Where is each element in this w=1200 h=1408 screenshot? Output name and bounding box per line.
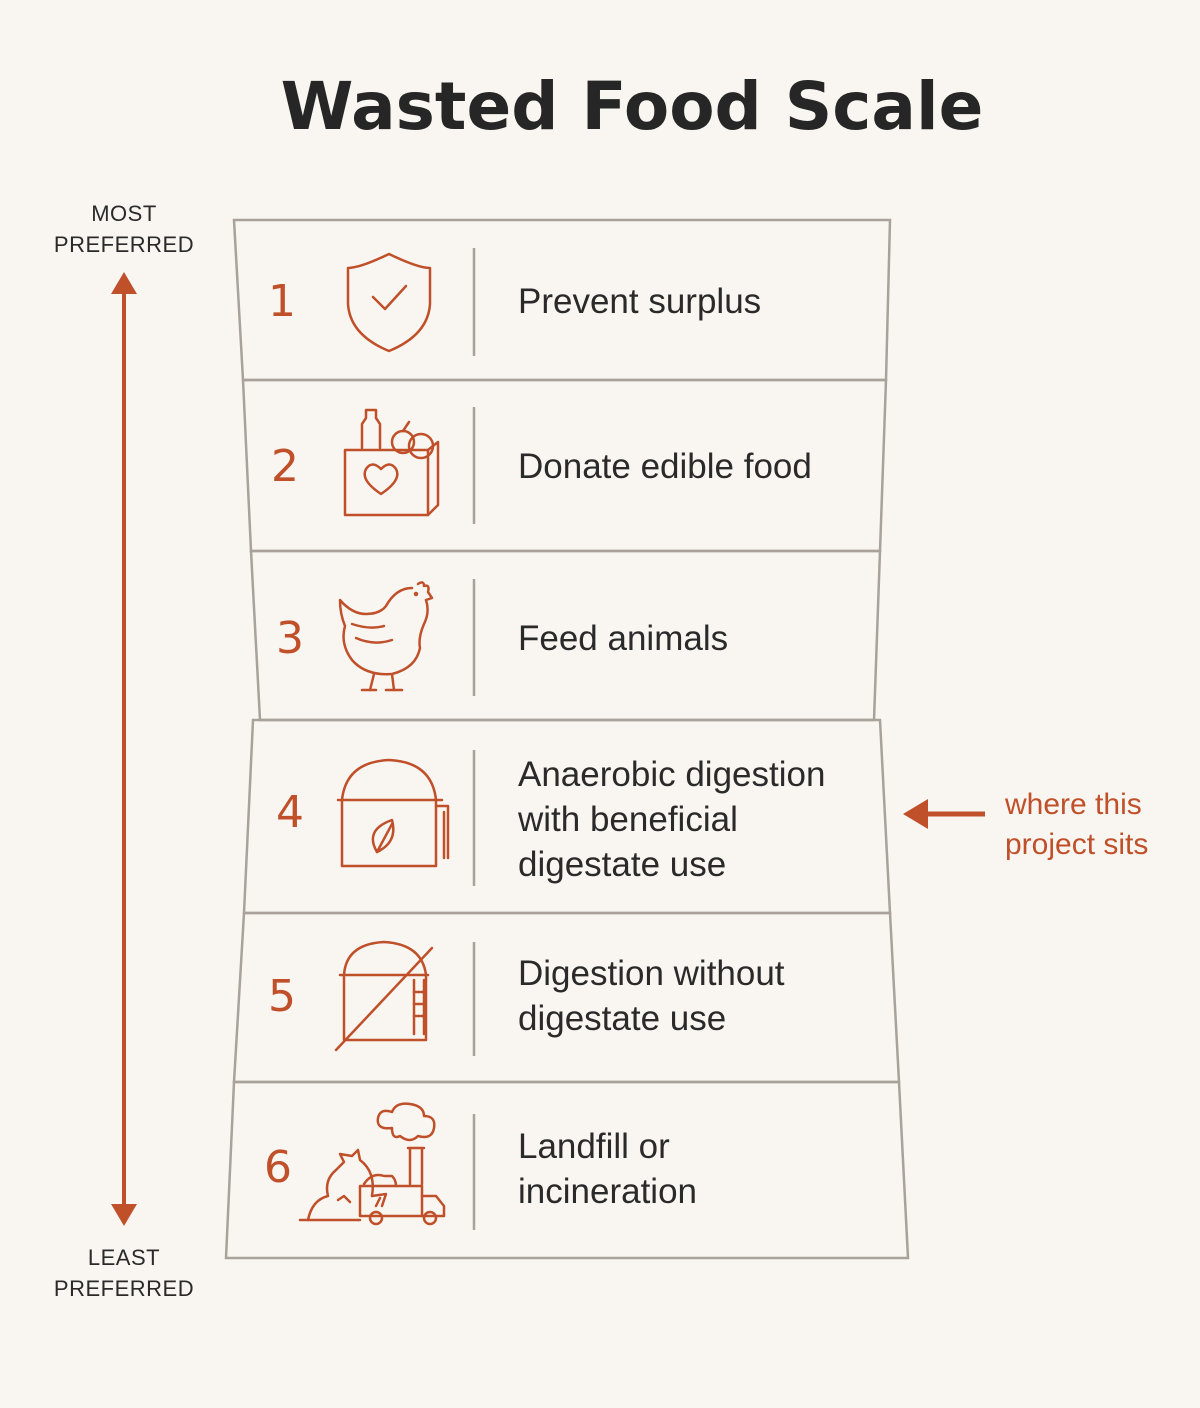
axis-top-line-1: MOST: [91, 201, 157, 226]
step-5-line-1: Digestion without: [518, 954, 785, 993]
axis-bottom-line-1: LEAST: [87, 1245, 161, 1270]
step-label-4: Anaerobic digestion with beneficial dige…: [518, 752, 858, 887]
step-number-1: 1: [268, 276, 296, 327]
step-3-line-1: Feed animals: [518, 619, 729, 658]
digester-crossed-icon: [334, 940, 434, 1052]
step-4-line-1: Anaerobic digestion: [518, 755, 826, 794]
axis-top-line-2: PREFERRED: [53, 232, 195, 257]
step-5-line-2: digestate use: [518, 999, 727, 1038]
grocery-bag-heart-icon: [343, 408, 440, 517]
landfill-truck-icon: [298, 1102, 446, 1226]
step-4-line-3: digestate use: [518, 845, 727, 884]
step-number-4: 4: [276, 787, 304, 838]
callout-line-1: where this: [1005, 788, 1142, 821]
project-callout: where this project sits: [1005, 785, 1195, 865]
step-label-1: Prevent surplus: [518, 279, 858, 324]
chicken-icon: [338, 581, 434, 692]
step-number-3: 3: [276, 613, 304, 664]
step-number-2: 2: [271, 441, 299, 492]
tier-frame-6: [224, 1080, 910, 1260]
preference-arrow: [111, 272, 137, 1226]
callout-line-2: project sits: [1005, 828, 1149, 861]
step-label-5: Digestion without digestate use: [518, 951, 858, 1041]
step-number-6: 6: [264, 1142, 292, 1193]
callout-arrow-icon: [903, 799, 985, 829]
step-4-line-2: with beneficial: [518, 800, 738, 839]
axis-bottom-line-2: PREFERRED: [53, 1276, 195, 1301]
most-preferred-label: MOST PREFERRED: [24, 198, 224, 260]
step-2-line-1: Donate edible food: [518, 447, 812, 486]
step-label-6: Landfill or incineration: [518, 1124, 858, 1214]
shield-check-icon: [346, 252, 432, 353]
page-title: Wasted Food Scale: [280, 68, 984, 145]
step-6-line-2: incineration: [518, 1172, 697, 1211]
step-1-line-1: Prevent surplus: [518, 282, 762, 321]
step-6-line-1: Landfill or: [518, 1127, 670, 1166]
step-label-3: Feed animals: [518, 616, 858, 661]
least-preferred-label: LEAST PREFERRED: [24, 1242, 224, 1304]
step-number-5: 5: [268, 971, 296, 1022]
step-label-2: Donate edible food: [518, 444, 858, 489]
digester-leaf-icon: [336, 758, 450, 868]
